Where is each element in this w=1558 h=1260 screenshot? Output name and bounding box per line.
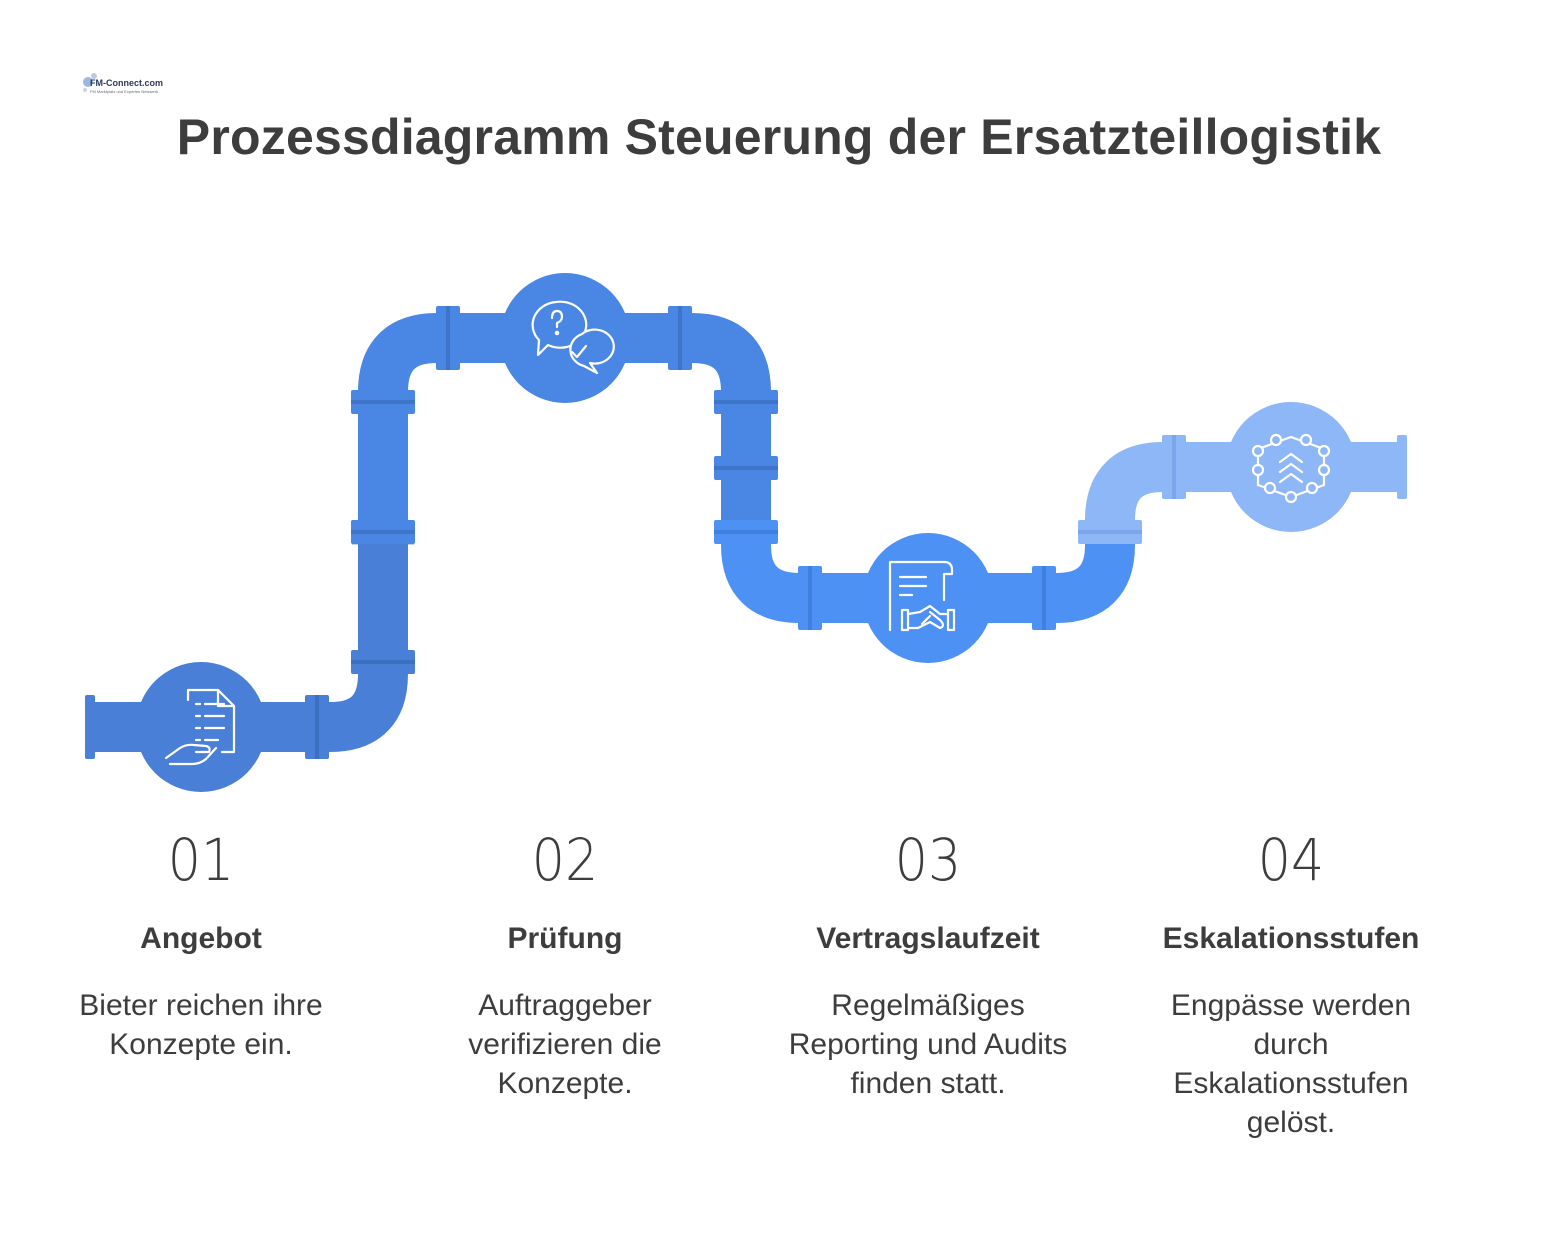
step-description: Bieter reichen ihre Konzepte ein. xyxy=(79,989,323,1061)
step-2: 02 Prüfung Auftraggeber verifizieren die… xyxy=(415,820,715,1103)
step-node-2 xyxy=(500,273,630,403)
step-node-1 xyxy=(136,662,266,792)
step-1: 01 Angebot Bieter reichen ihre Konzepte … xyxy=(51,820,351,1064)
step-number: 03 xyxy=(894,826,962,894)
step-number: 01 xyxy=(167,826,235,894)
escalation-network-icon xyxy=(1251,433,1331,504)
page-title: Prozessdiagramm Steuerung der Ersatzteil… xyxy=(176,109,1382,165)
step-title: Angebot xyxy=(140,922,262,955)
step-title: Vertragslaufzeit xyxy=(816,922,1040,955)
step-title: Eskalationsstufen xyxy=(1162,922,1420,955)
contract-handshake-icon xyxy=(888,560,956,632)
logo-splash-icon xyxy=(83,73,97,92)
document-hand-icon xyxy=(164,688,236,766)
logo: FM-Connect.com FM Marktplatz und Experte… xyxy=(80,68,163,102)
pipe-flanges xyxy=(85,306,1407,759)
logo-subtext: FM Marktplatz und Experten Netzwerk xyxy=(90,89,159,94)
step-node-4 xyxy=(1226,402,1356,532)
step-3: 03 Vertragslaufzeit Regelmäßiges Reporti… xyxy=(778,820,1078,1103)
pipe-segment-1 xyxy=(85,532,408,752)
step-description: Auftraggeber verifizieren die Konzepte. xyxy=(468,989,662,1100)
question-check-bubbles-icon xyxy=(531,300,615,375)
step-number: 04 xyxy=(1257,826,1325,894)
step-node-3 xyxy=(863,533,993,663)
logo-text: FM-Connect.com xyxy=(90,78,163,88)
step-title: Prüfung xyxy=(507,922,623,955)
step-number: 02 xyxy=(531,826,599,894)
step-description: Regelmäßiges Reporting und Audits finden… xyxy=(788,989,1068,1100)
step-4: 04 Eskalationsstufen Engpässe werden dur… xyxy=(1141,820,1441,1142)
step-description: Engpässe werden durch Eskalationsstufen … xyxy=(1170,989,1412,1139)
pipe-segment-4 xyxy=(1085,442,1405,545)
